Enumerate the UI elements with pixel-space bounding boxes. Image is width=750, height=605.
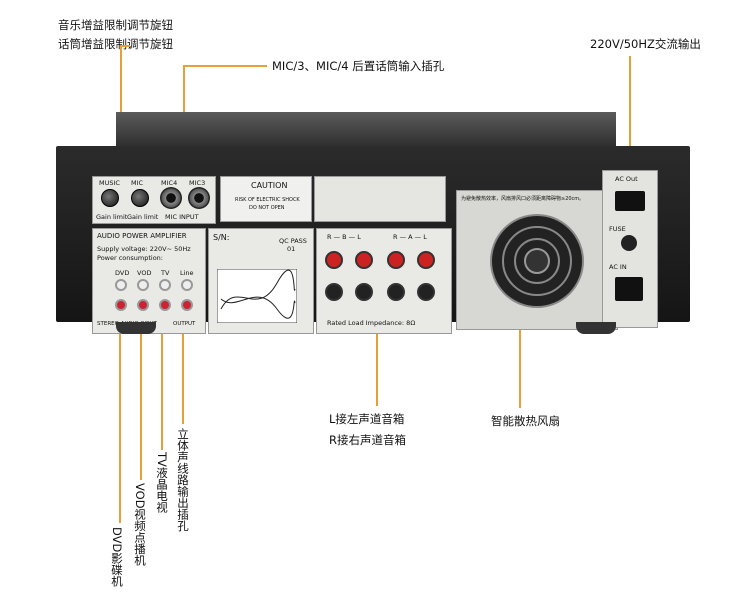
leader-tv xyxy=(161,330,163,450)
leader-fan xyxy=(519,278,521,408)
speaker-post-red-1[interactable] xyxy=(325,251,343,269)
line-rca-red[interactable] xyxy=(181,299,193,311)
vod-jack-label: VOD xyxy=(137,269,152,277)
channel-a-label: R — A — L xyxy=(393,233,427,241)
ac-out-callout: 220V/50HZ交流输出 xyxy=(590,37,701,51)
dvd-callout: DVD影碟机 xyxy=(110,527,124,587)
tv-rca-red[interactable] xyxy=(159,299,171,311)
music-label: MUSIC xyxy=(99,179,120,187)
ac-power-panel: AC Out FUSE AC IN xyxy=(602,170,658,328)
sn-label: S/N: xyxy=(213,233,230,242)
leader-stereo xyxy=(182,330,184,424)
leader-dvd xyxy=(119,330,121,523)
supply-voltage: Supply voltage: 220V~ 50Hz xyxy=(97,245,191,253)
ac-in-label: AC IN xyxy=(609,263,627,271)
vod-rca-white[interactable] xyxy=(137,279,149,291)
top-vent-cover xyxy=(116,112,616,148)
fan-note: 为避免散热效率，风扇排风口必须距离障碍物≥20cm。 xyxy=(461,196,585,202)
frequency-response-graph xyxy=(217,269,297,323)
line-rca-white[interactable] xyxy=(181,279,193,291)
line-jack-label: Line xyxy=(180,269,194,277)
speaker-r-callout: R接右声道音箱 xyxy=(329,433,406,447)
speaker-post-black-2[interactable] xyxy=(355,283,373,301)
gain-knob-callout-2: 话筒增益限制调节旋钮 xyxy=(58,37,173,51)
channel-b-label: R — B — L xyxy=(327,233,361,241)
gain-limit-label-1: Gain limit xyxy=(96,213,128,221)
vod-rca-red[interactable] xyxy=(137,299,149,311)
foot-left xyxy=(116,322,156,334)
tv-callout: TV液晶电视 xyxy=(155,452,169,513)
speaker-post-red-3[interactable] xyxy=(387,251,405,269)
mic4-jack[interactable] xyxy=(160,187,182,209)
qc-num: 01 xyxy=(287,245,296,253)
leader-mic-h xyxy=(183,65,267,67)
fuse-holder[interactable] xyxy=(621,235,637,251)
qc-pass: QC PASS xyxy=(279,237,307,245)
ac-out-socket[interactable] xyxy=(615,191,645,211)
rated-load-label: Rated Load Impedance: 8Ω xyxy=(327,319,416,327)
caution-title: CAUTION xyxy=(251,181,288,190)
input-control-panel: MUSIC MIC MIC4 MIC3 Gain limit Gain limi… xyxy=(92,176,216,224)
output-label: OUTPUT xyxy=(173,321,196,327)
dvd-rca-white[interactable] xyxy=(115,279,127,291)
vod-callout: VOD视频点播机 xyxy=(133,483,147,567)
music-gain-knob[interactable] xyxy=(101,189,119,207)
speaker-post-black-4[interactable] xyxy=(417,283,435,301)
ac-in-socket[interactable] xyxy=(615,277,643,301)
ac-out-label: AC Out xyxy=(615,175,638,183)
warning-text-strip xyxy=(314,176,446,222)
amplifier-rear-panel: MUSIC MIC MIC4 MIC3 Gain limit Gain limi… xyxy=(56,112,690,340)
speaker-post-red-2[interactable] xyxy=(355,251,373,269)
tv-jack-label: TV xyxy=(161,269,170,277)
gain-limit-label-2: Gain limit xyxy=(127,213,159,221)
mic-input-label: MIC INPUT xyxy=(165,213,199,221)
foot-right xyxy=(576,322,616,334)
caution-sub1: RISK OF ELECTRIC SHOCK xyxy=(235,197,300,203)
leader-ac-out xyxy=(629,56,631,173)
tv-rca-white[interactable] xyxy=(159,279,171,291)
leader-vod xyxy=(140,330,142,480)
fan-grille-icon xyxy=(490,214,584,308)
amp-title: AUDIO POWER AMPLIFIER xyxy=(97,232,187,240)
serial-panel: S/N: QC PASS 01 xyxy=(208,228,314,334)
cooling-fan: 为避免散热效率，风扇排风口必须距离障碍物≥20cm。 xyxy=(456,190,618,330)
power-consumption: Power consumption: xyxy=(97,254,163,262)
caution-label: CAUTION RISK OF ELECTRIC SHOCK DO NOT OP… xyxy=(220,176,312,222)
stereo-out-callout: 立体声线路输出插孔 xyxy=(176,428,190,532)
gain-knob-callout-1: 音乐增益限制调节旋钮 xyxy=(58,18,173,32)
speaker-post-red-4[interactable] xyxy=(417,251,435,269)
fuse-label: FUSE xyxy=(609,225,626,233)
fan-callout: 智能散热风扇 xyxy=(491,414,560,428)
speaker-terminal-panel: R — B — L R — A — L Rated Load Impedance… xyxy=(316,228,452,334)
mic-gain-knob[interactable] xyxy=(131,189,149,207)
mic-label: MIC xyxy=(131,179,144,187)
mic4-label: MIC4 xyxy=(161,179,178,187)
mic-rear-callout: MIC/3、MIC/4 后置话筒输入插孔 xyxy=(272,59,445,73)
caution-sub2: DO NOT OPEN xyxy=(249,205,285,211)
mic3-jack[interactable] xyxy=(188,187,210,209)
speaker-l-callout: L接左声道音箱 xyxy=(329,412,405,426)
mic3-label: MIC3 xyxy=(189,179,206,187)
speaker-post-black-1[interactable] xyxy=(325,283,343,301)
speaker-post-black-3[interactable] xyxy=(387,283,405,301)
leader-speaker xyxy=(376,300,378,406)
dvd-rca-red[interactable] xyxy=(115,299,127,311)
leader-gain-h xyxy=(120,45,130,47)
dvd-jack-label: DVD xyxy=(115,269,130,277)
amp-info-panel: AUDIO POWER AMPLIFIER Supply voltage: 22… xyxy=(92,228,206,334)
